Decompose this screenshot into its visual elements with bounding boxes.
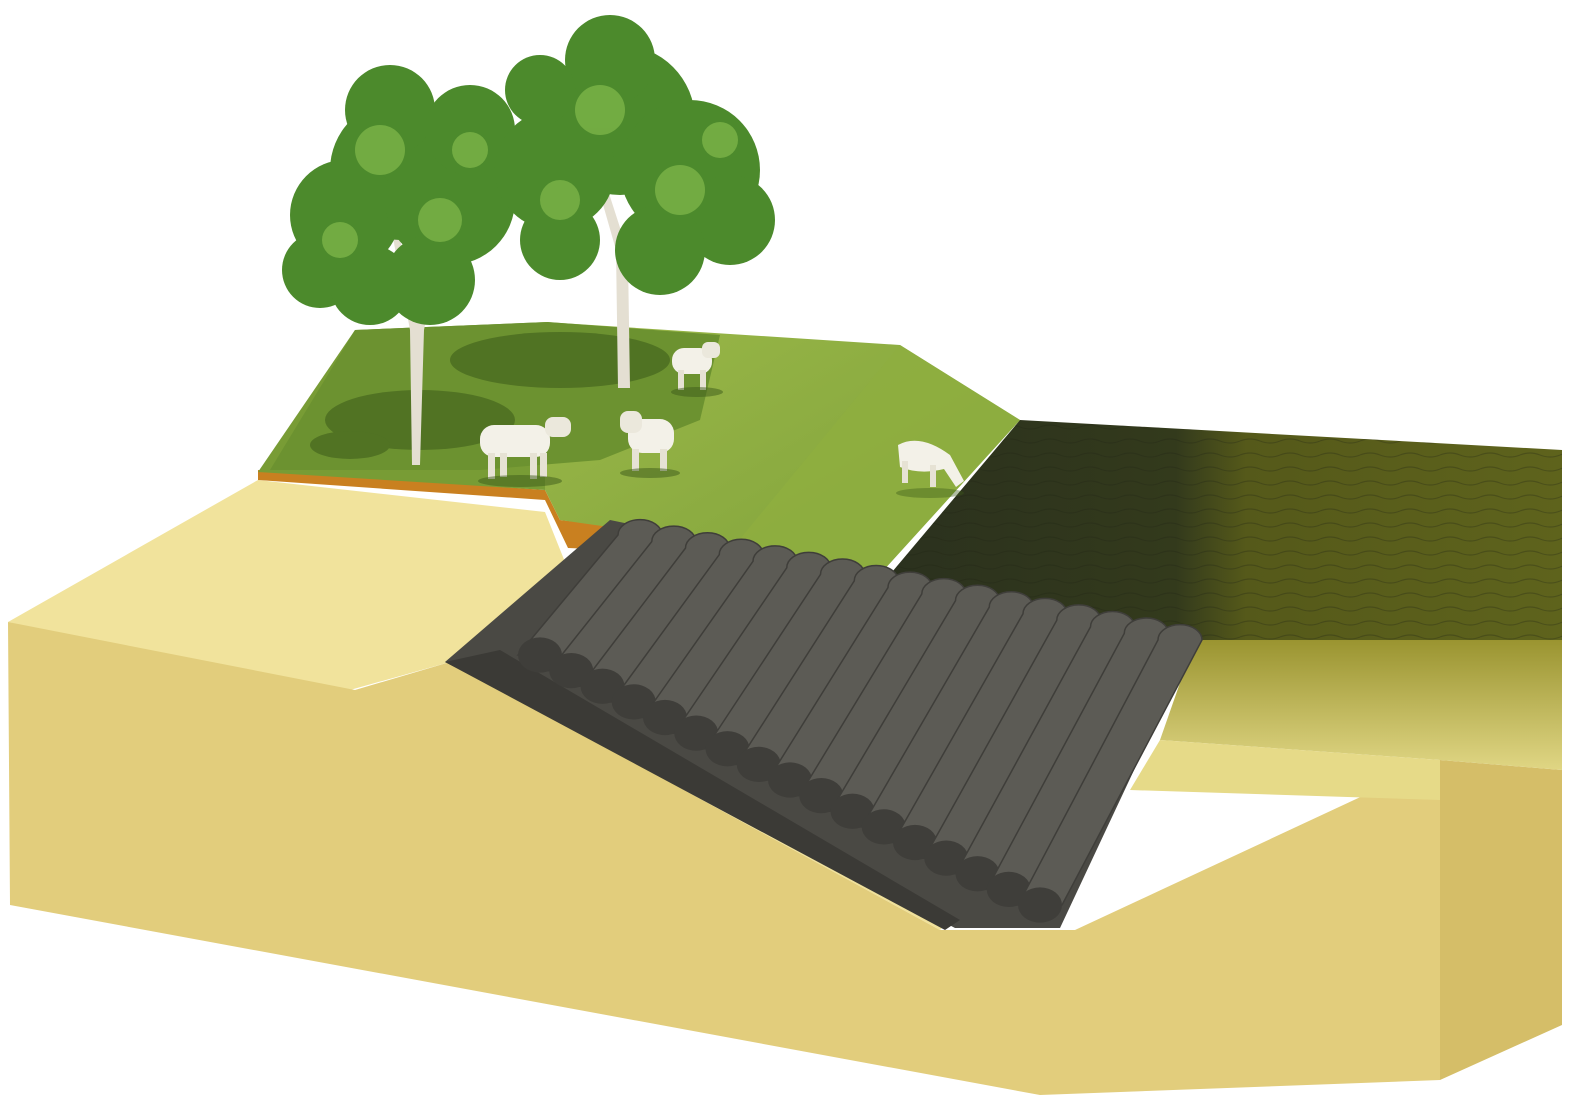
grass-dike-outer-slope: [735, 345, 1020, 605]
geotube-front-edge: [445, 650, 960, 930]
geotube-icon: [1016, 623, 1203, 906]
tree-right: [495, 15, 775, 388]
cow-icon: [896, 440, 964, 498]
geotube-group: [516, 518, 1203, 923]
cow-icon: [478, 417, 571, 487]
cow-icon: [671, 342, 723, 397]
cow-icon: [620, 411, 680, 478]
geotube-end: [1018, 887, 1062, 923]
tree-right-canopy: [495, 15, 775, 295]
tree-left-highlights: [322, 125, 488, 258]
water-ripples: [860, 420, 1562, 640]
tree-left: [282, 65, 515, 465]
sand-right-face: [1440, 760, 1562, 1080]
tree-left-canopy: [282, 65, 515, 325]
sand-top-surface: [8, 480, 585, 700]
underwater-bank: [1130, 740, 1440, 800]
sand-front-face: [8, 622, 1440, 1095]
underwater-bed: [1160, 640, 1562, 770]
tree-right-highlights: [540, 85, 738, 220]
